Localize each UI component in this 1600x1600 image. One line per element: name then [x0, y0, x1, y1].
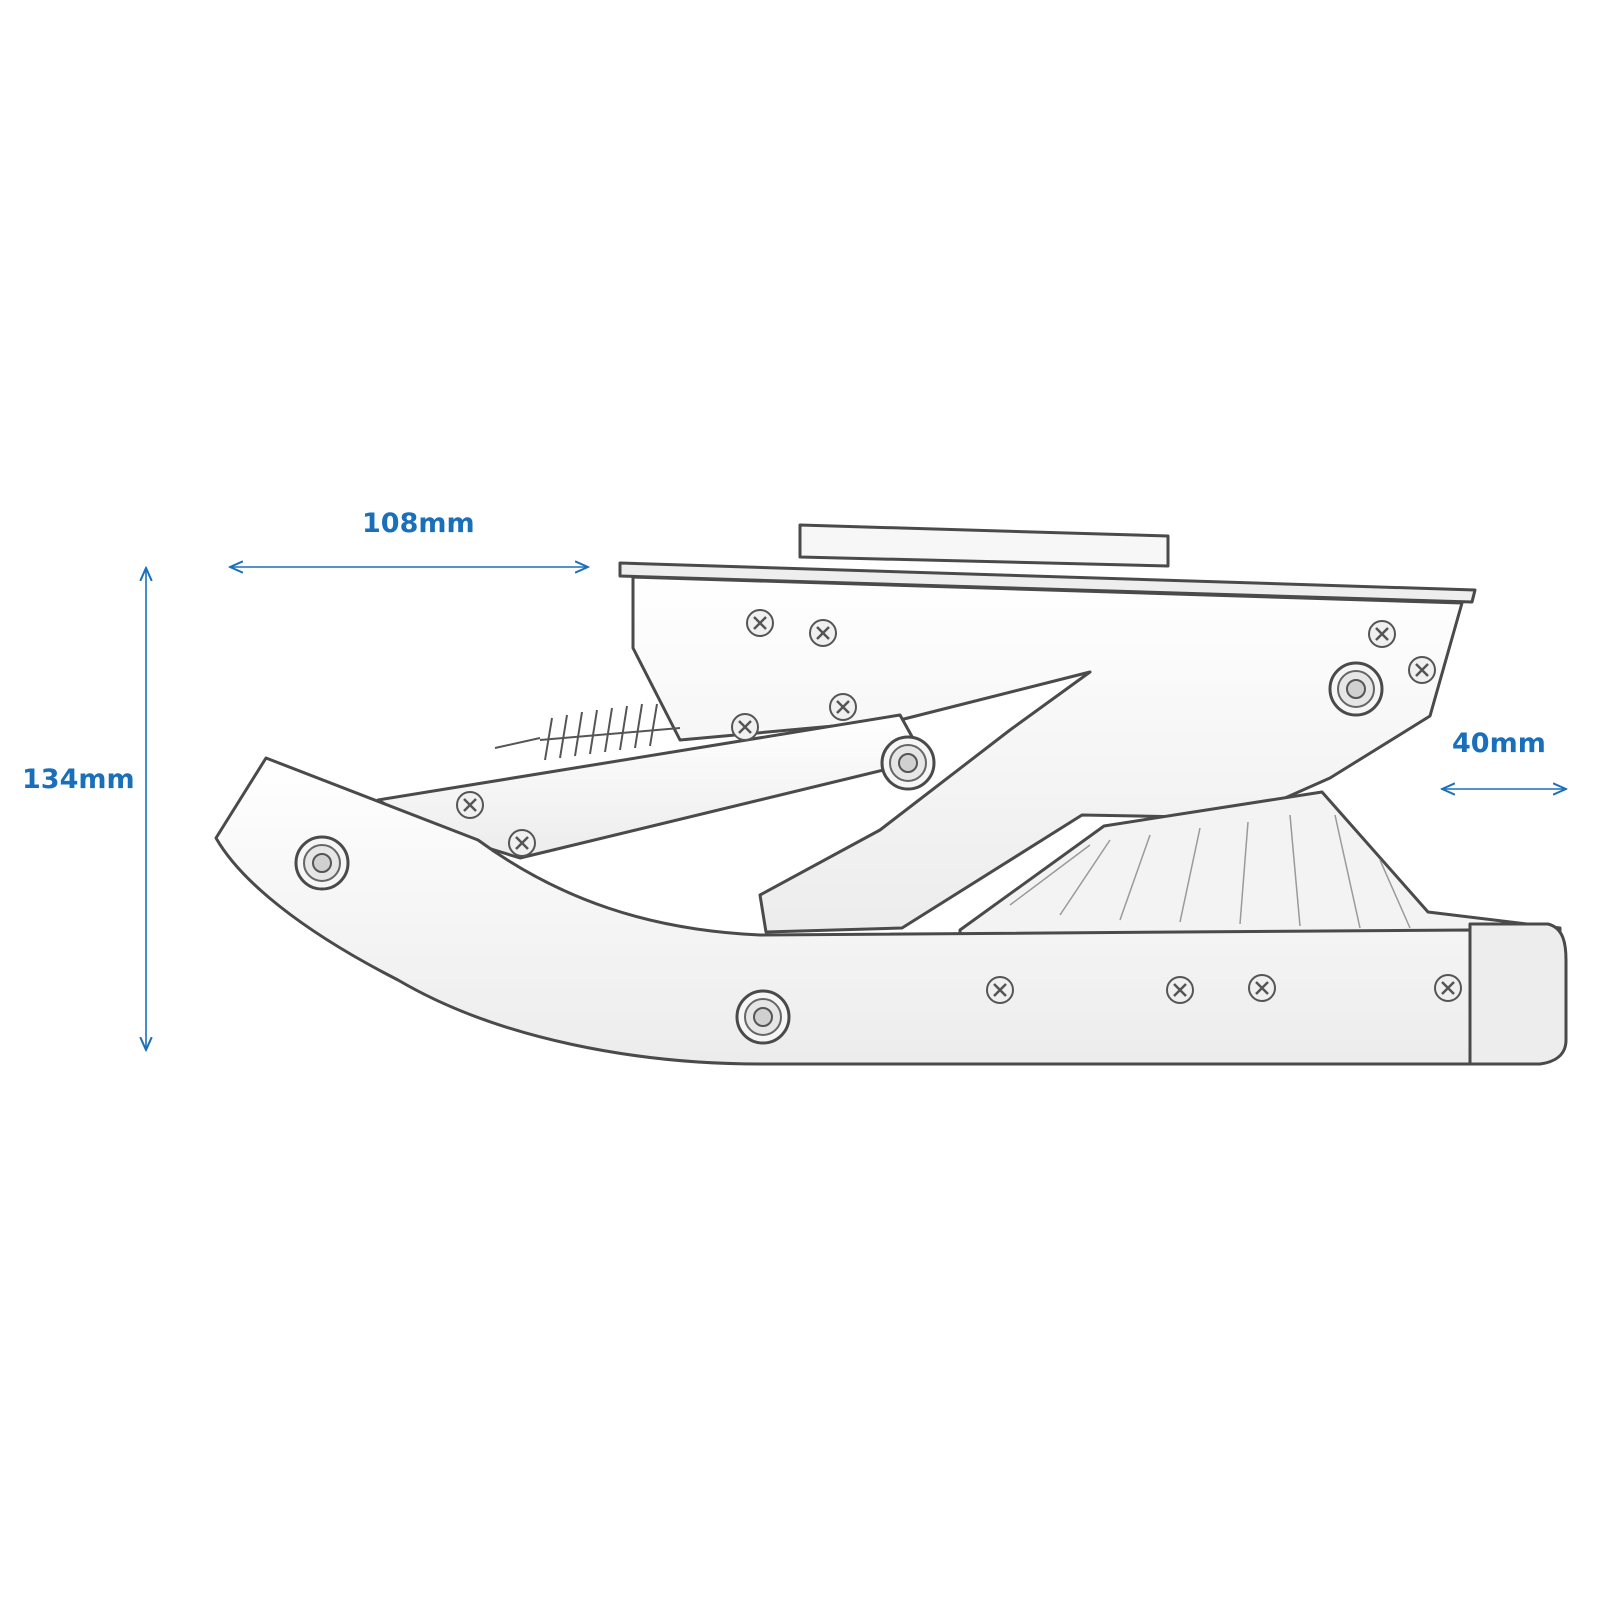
mounting-plate	[618, 561, 1477, 604]
height-dimension-label: 134mm	[22, 764, 135, 795]
screw-icon	[1433, 973, 1463, 1003]
screw-icon	[985, 975, 1015, 1005]
tread-ribs	[1009, 814, 1411, 929]
pivot-bolt-icon	[294, 835, 350, 891]
pivot-bolt-icon	[880, 735, 936, 791]
top-bracket	[798, 523, 1170, 568]
pivot-bolt-icon	[1328, 661, 1384, 717]
pivot-bolt-icon	[735, 989, 791, 1045]
folding-step-drawing	[214, 523, 1568, 1066]
width-dimension-label: 108mm	[362, 508, 475, 539]
dimension-lines	[146, 567, 1566, 1050]
upper-housing	[631, 575, 1464, 934]
screw-icon	[1407, 655, 1437, 685]
screw-icon	[828, 692, 858, 722]
return-spring	[494, 703, 681, 761]
depth-dimension-label: 40mm	[1452, 728, 1546, 759]
screw-icon	[1247, 973, 1277, 1003]
foot-cap	[1468, 922, 1568, 1066]
screw-icon	[1165, 975, 1195, 1005]
screw-icon	[507, 828, 537, 858]
lower-curved-leg	[214, 756, 1472, 1066]
screw-icon	[745, 608, 775, 638]
screw-icon	[455, 790, 485, 820]
screw-icon	[1367, 619, 1397, 649]
screw-icon	[730, 712, 760, 742]
screw-icon	[808, 618, 838, 648]
